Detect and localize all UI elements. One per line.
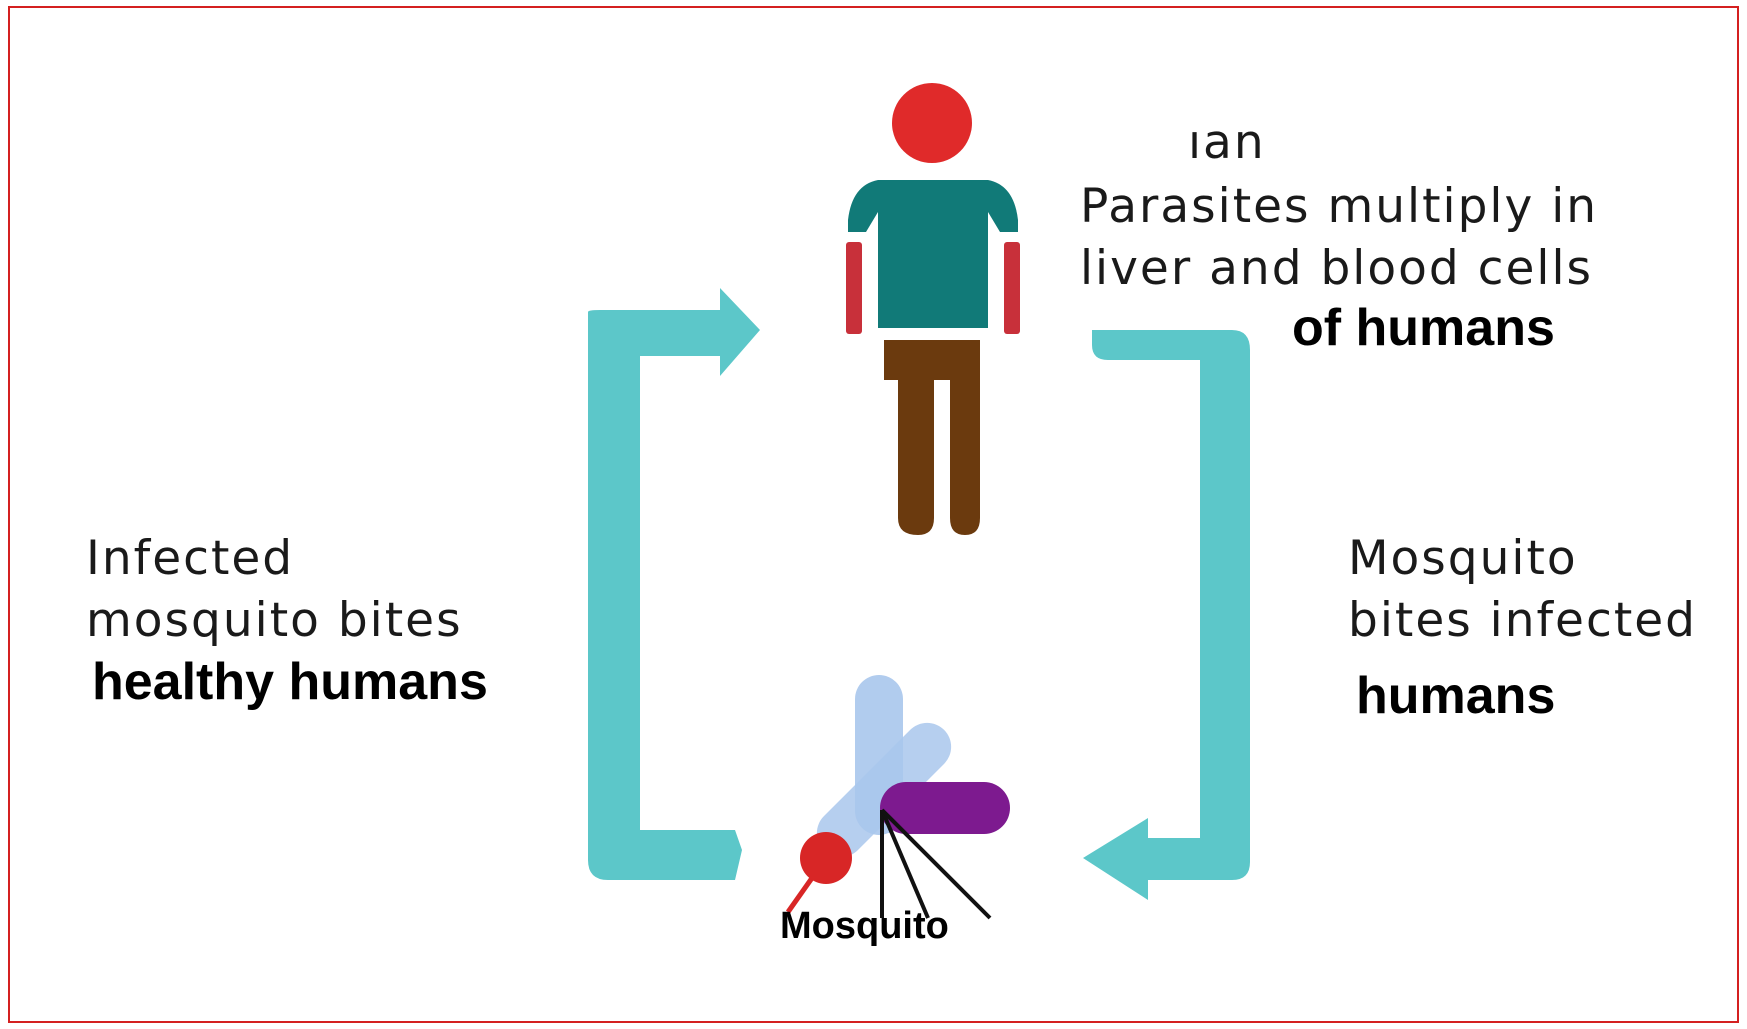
human-right-arm [1004,242,1020,334]
parasite-dot [800,832,852,884]
human-stage-fragment: ıan [1188,112,1266,174]
transmission-stage-line-2: mosquito bites [86,590,463,652]
human-head [892,83,972,163]
human-stage-line-2: liver and blood cells [1080,238,1593,300]
infection-stage-line-2: bites infected [1348,590,1697,652]
human-stage-line-1: Parasites multiply in [1080,176,1598,238]
cycle-arrow-left [588,288,760,880]
infection-stage-emphasis: humans [1356,666,1555,726]
human-legs [884,340,980,535]
infection-stage-line-1: Mosquito [1348,528,1578,590]
human-shirt [848,180,1018,328]
mosquito-icon [788,675,1010,918]
human-figure-icon [846,83,1020,535]
mosquito-label: Mosquito [780,904,949,948]
cycle-arrow-right [1083,330,1250,900]
human-stage-emphasis: of humans [1292,298,1555,358]
human-left-arm [846,242,862,334]
transmission-stage-line-1: Infected [86,528,294,590]
transmission-stage-emphasis: healthy humans [92,652,488,712]
